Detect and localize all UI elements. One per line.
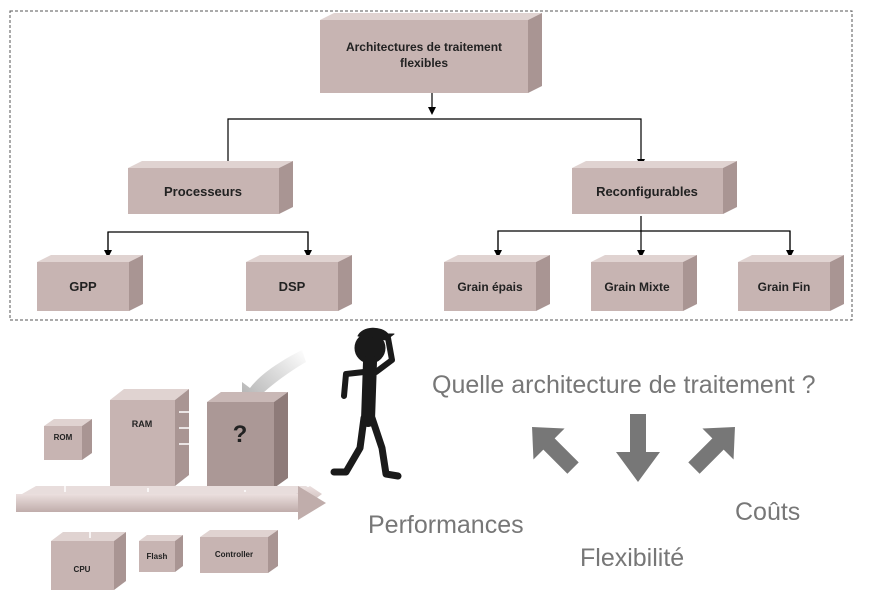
node-grain-mixte: Grain Mixte [591, 255, 697, 311]
node-dsp: DSP [246, 255, 352, 311]
link-arrows [179, 411, 203, 445]
root-box: Architectures de traitement flexibles [320, 13, 542, 93]
controller-label: Controller [215, 550, 253, 559]
tree-connectors [104, 93, 794, 258]
node-processeurs-label: Processeurs [164, 184, 242, 199]
ram-block: RAM [110, 389, 189, 486]
node-grain-fin-label: Grain Fin [758, 280, 811, 294]
node-grain-epais-label: Grain épais [457, 280, 523, 294]
thinking-person-icon [330, 327, 402, 480]
arrow-down-icon [616, 414, 660, 482]
node-grain-epais: Grain épais [444, 255, 550, 311]
controller-block: Controller [200, 530, 278, 573]
hardware-board: RAM ROM ? [16, 389, 326, 590]
node-grain-mixte-label: Grain Mixte [604, 280, 670, 294]
cost-label: Coûts [735, 498, 800, 526]
node-gpp: GPP [37, 255, 143, 311]
unknown-label: ? [233, 421, 248, 448]
cpu-block: CPU [51, 532, 126, 590]
node-reconfigurables: Reconfigurables [572, 161, 737, 214]
root-label-line1: Architectures de traitement [346, 40, 502, 54]
arrow-down-right-icon [688, 427, 735, 474]
node-gpp-label: GPP [69, 279, 97, 294]
rom-label: ROM [54, 433, 73, 442]
performance-label: Performances [368, 511, 524, 539]
ram-label: RAM [132, 419, 153, 429]
flexibility-label: Flexibilité [580, 544, 684, 572]
node-processeurs: Processeurs [128, 161, 293, 214]
connector-processeurs-split [107, 231, 309, 256]
criteria-arrows [532, 414, 735, 482]
root-label-line2: flexibles [400, 56, 448, 70]
arrow-down-left-icon [532, 427, 579, 474]
question-text: Quelle architecture de traitement ? [432, 371, 816, 399]
unknown-block: ? [207, 392, 288, 488]
node-dsp-label: DSP [279, 279, 306, 294]
taxonomy-frame [9, 10, 853, 321]
connector-root-split [227, 118, 645, 167]
connector-reconfig-split [497, 230, 791, 256]
rom-block: ROM [44, 419, 92, 460]
bus-connectors [64, 462, 246, 538]
system-bus [16, 486, 326, 520]
node-reconfigurables-label: Reconfigurables [596, 184, 698, 199]
node-grain-fin: Grain Fin [738, 255, 844, 311]
cpu-label: CPU [74, 565, 91, 574]
flash-label: Flash [147, 552, 168, 561]
flash-block: Flash [139, 535, 183, 572]
